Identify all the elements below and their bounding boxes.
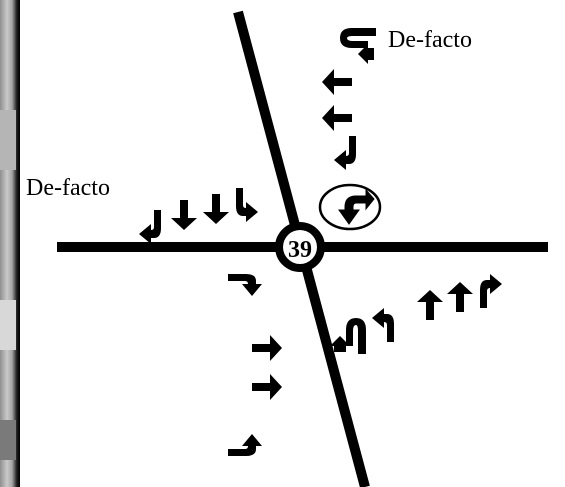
south-through-arrow-1	[252, 335, 282, 361]
west-left-arrow	[139, 210, 161, 244]
photo-texture	[0, 300, 16, 350]
north-left-arrow	[334, 136, 356, 170]
east-through-arrow-2	[447, 282, 473, 312]
photo-edge-strip	[0, 0, 20, 487]
east-uturn-arrow	[330, 318, 366, 354]
photo-texture	[0, 420, 16, 460]
west-right-arrow	[236, 188, 258, 222]
de-facto-label-north: De-facto	[388, 27, 472, 53]
node-number: 39	[288, 237, 312, 263]
east-through-arrow-1	[417, 290, 443, 320]
south-right-arrow	[228, 434, 262, 456]
south-left-arrow	[228, 274, 262, 296]
highlight-left-turn-arrow	[338, 188, 375, 225]
north-through-arrow-2	[322, 105, 352, 131]
photo-texture	[0, 110, 16, 170]
south-through-arrow-2	[252, 374, 282, 400]
east-left-arrow	[372, 308, 394, 342]
west-through-arrow-1	[171, 200, 197, 230]
east-right-arrow	[480, 274, 502, 308]
node-inner	[283, 230, 317, 264]
west-through-arrow-2	[203, 194, 229, 224]
north-through-arrow-1	[322, 69, 352, 95]
north-uturn-arrow	[340, 28, 376, 64]
de-facto-label-west: De-facto	[26, 175, 110, 201]
